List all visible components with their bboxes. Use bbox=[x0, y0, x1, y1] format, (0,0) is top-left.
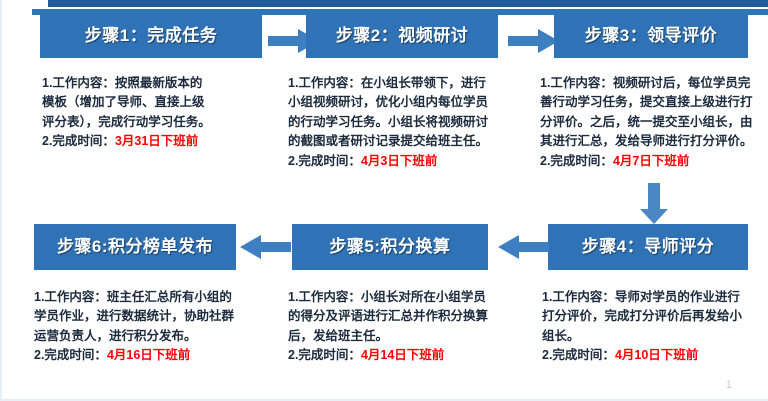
step-2-due-row: 2.完成时间：4月3日下班前 bbox=[288, 152, 518, 171]
step-2-line-1: 1.工作内容：在小组长带领下，进行 bbox=[288, 76, 486, 90]
step-3-line-3: 分评价。之后，统一提交至小组长，由 bbox=[540, 114, 753, 129]
step-4-title-box[interactable]: 步骤4：导师评分 bbox=[548, 224, 748, 270]
step-6-title-box[interactable]: 步骤6:积分榜单发布 bbox=[34, 224, 236, 270]
step-1-due-row: 2.完成时间：3月31日下班前 bbox=[42, 132, 270, 151]
step-1-due-value: 3月31日下班前 bbox=[114, 134, 199, 149]
top-accent-bar-dark bbox=[48, 0, 768, 7]
step-1-body: 1.工作内容：按照最新版本的 模板（增加了导师、直接上级 评分表），完成行动学习… bbox=[42, 74, 270, 152]
page-number: 1 bbox=[725, 379, 732, 391]
top-accent-bar-light bbox=[32, 9, 768, 15]
step-4-due-label: 2.完成时间： bbox=[542, 348, 615, 363]
step-6-due-value: 4月16日下班前 bbox=[106, 348, 191, 363]
step-4-due-value: 4月10日下班前 bbox=[614, 348, 699, 363]
step-6-due-label: 2.完成时间： bbox=[34, 348, 107, 363]
step-2-due-label: 2.完成时间： bbox=[288, 153, 361, 168]
step-3-due-label: 2.完成时间： bbox=[540, 153, 613, 168]
step-3-body: 1.工作内容：视频研讨后，每位学员完 善行动学习任务，提交直接上级进行打 分评价… bbox=[540, 74, 768, 171]
step-5-due-row: 2.完成时间：4月14日下班前 bbox=[288, 346, 518, 365]
step-5-title: 步骤5:积分换算 bbox=[329, 236, 451, 256]
arrow-3-to-4 bbox=[639, 183, 669, 225]
step-4-due-row: 2.完成时间：4月10日下班前 bbox=[542, 346, 768, 365]
step-1-title-box[interactable]: 步骤1：完成任务 bbox=[40, 14, 262, 58]
step-4-line-2: 打分评价，完成打分评价后再发给小 bbox=[542, 309, 743, 324]
step-2-title-box[interactable]: 步骤2：视频研讨 bbox=[306, 14, 498, 58]
step-3-due-row: 2.完成时间：4月7日下班前 bbox=[540, 152, 768, 171]
step-2-line-3: 的行动学习任务。小组长将视频研讨 bbox=[288, 114, 489, 129]
arrow-5-to-6 bbox=[240, 234, 292, 260]
step-5-due-value: 4月14日下班前 bbox=[360, 348, 445, 363]
step-5-title-box[interactable]: 步骤5:积分换算 bbox=[292, 224, 488, 270]
step-3-title-box[interactable]: 步骤3：领导评价 bbox=[554, 14, 748, 58]
step-6-body: 1.工作内容：班主任汇总所有小组的 学员作业，进行数据统计，协助社群 运营负责人… bbox=[34, 288, 264, 366]
step-6-title: 步骤6:积分榜单发布 bbox=[56, 236, 214, 256]
step-3-due-value: 4月7日下班前 bbox=[612, 153, 690, 168]
step-2-body: 1.工作内容：在小组长带领下，进行 小组视频研讨，优化小组内每位学员 的行动学习… bbox=[288, 74, 518, 171]
step-5-line-3: 后，发给班主任。 bbox=[288, 328, 389, 343]
step-2-due-value: 4月3日下班前 bbox=[360, 153, 438, 168]
step-6-line-1: 1.工作内容：班主任汇总所有小组的 bbox=[34, 290, 232, 304]
step-2-line-2: 小组视频研讨，优化小组内每位学员 bbox=[288, 95, 489, 110]
step-6-line-3: 运营负责人，进行积分发布。 bbox=[34, 328, 197, 343]
step-3-line-2: 善行动学习任务，提交直接上级进行打 bbox=[540, 95, 753, 110]
step-2-line-4: 的截图或者研讨记录提交给班主任。 bbox=[288, 134, 489, 149]
step-3-line-1: 1.工作内容：视频研讨后，每位学员完 bbox=[540, 76, 751, 90]
step-3-title: 步骤3：领导评价 bbox=[584, 25, 718, 45]
step-3-line-4: 其进行汇总，发给导师进行打分评价。 bbox=[540, 134, 753, 149]
step-5-line-1: 1.工作内容：小组长对所在小组学员 bbox=[288, 290, 486, 304]
step-5-due-label: 2.完成时间： bbox=[288, 348, 361, 363]
step-5-body: 1.工作内容：小组长对所在小组学员 的得分及评语进行汇总并作积分换算 后，发给班… bbox=[288, 288, 518, 366]
step-1-line-1: 1.工作内容：按照最新版本的 bbox=[42, 76, 203, 90]
step-4-line-1: 1.工作内容：导师对学员的作业进行 bbox=[542, 290, 740, 304]
step-4-title: 步骤4：导师评分 bbox=[581, 236, 715, 256]
step-1-due-label: 2.完成时间： bbox=[42, 134, 115, 149]
arrow-2-to-3 bbox=[508, 28, 560, 54]
step-4-line-3: 组长。 bbox=[542, 328, 580, 343]
step-6-due-row: 2.完成时间：4月16日下班前 bbox=[34, 346, 264, 365]
step-2-title: 步骤2：视频研讨 bbox=[335, 25, 469, 45]
arrow-4-to-5 bbox=[498, 234, 550, 260]
step-6-line-2: 学员作业，进行数据统计，协助社群 bbox=[34, 309, 235, 324]
step-1-line-3: 评分表），完成行动学习任务。 bbox=[42, 114, 211, 129]
step-1-line-2: 模板（增加了导师、直接上级 bbox=[42, 95, 205, 110]
step-4-body: 1.工作内容：导师对学员的作业进行 打分评价，完成打分评价后再发给小 组长。 2… bbox=[542, 288, 768, 366]
step-5-line-2: 的得分及评语进行汇总并作积分换算 bbox=[288, 309, 489, 324]
step-1-title: 步骤1：完成任务 bbox=[84, 25, 218, 45]
